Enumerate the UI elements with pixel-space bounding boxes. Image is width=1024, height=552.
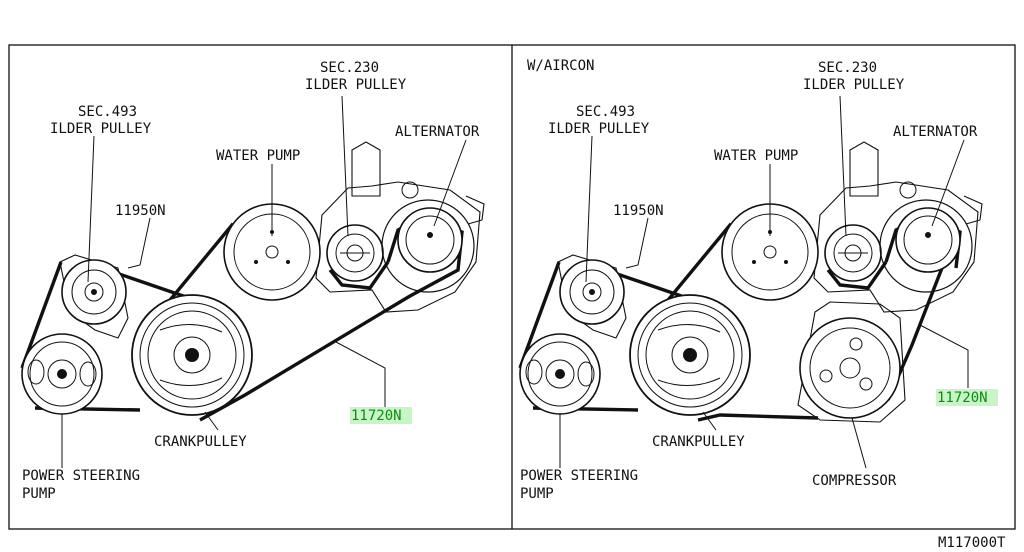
part-11950n-label: 11950N — [613, 203, 664, 219]
compressor-right — [799, 317, 901, 419]
water-pump-label: WATER PUMP — [216, 148, 300, 164]
power-steering-label: POWER STEERING — [520, 468, 638, 484]
part-11720n-highlight — [936, 389, 998, 406]
part-11720n-label: 11720N — [937, 390, 988, 406]
power-steering-pump-left — [21, 333, 103, 415]
alternator-label: ALTERNATOR — [893, 124, 978, 140]
crank-pulley-right — [629, 294, 751, 416]
sec493-label: SEC.493 — [576, 104, 635, 120]
alternator-left — [381, 181, 475, 293]
idler-pulley-left-label: ILDER PULLEY — [548, 121, 650, 137]
power-steering-pump-right — [519, 333, 601, 415]
idler-pulley-top-label: ILDER PULLEY — [803, 77, 905, 93]
variant-label: W/AIRCON — [527, 58, 594, 74]
idler-pulley-left-label: ILDER PULLEY — [50, 121, 152, 137]
figure-code: M117000T — [938, 535, 1006, 551]
part-11720n-highlight — [350, 407, 412, 424]
crankpulley-label: CRANKPULLEY — [154, 434, 247, 450]
crank-pulley-left — [131, 294, 253, 416]
alternator-label: ALTERNATOR — [395, 124, 480, 140]
sec230-idler-pulley-left — [326, 224, 384, 282]
pump-label: PUMP — [520, 486, 554, 502]
sec230-label: SEC.230 — [818, 60, 877, 76]
crankpulley-label: CRANKPULLEY — [652, 434, 745, 450]
part-11720n-label: 11720N — [351, 408, 402, 424]
sec493-idler-pulley-right — [559, 259, 625, 325]
sec230-idler-pulley-right — [824, 224, 882, 282]
sec493-label: SEC.493 — [78, 104, 137, 120]
idler-pulley-top-label: ILDER PULLEY — [305, 77, 407, 93]
sec493-idler-pulley-left — [61, 259, 127, 325]
sec230-label: SEC.230 — [320, 60, 379, 76]
alternator-right — [879, 181, 973, 293]
part-11950n-label: 11950N — [115, 203, 166, 219]
left-panel: SEC.230 ILDER PULLEY SEC.493 ILDER PULLE… — [20, 60, 485, 502]
compressor-label: COMPRESSOR — [812, 473, 897, 489]
power-steering-label: POWER STEERING — [22, 468, 140, 484]
right-panel: W/AIRCON SEC.230 ILDER PULLEY SEC.493 IL… — [518, 58, 998, 502]
water-pump-label: WATER PUMP — [714, 148, 798, 164]
pump-label: PUMP — [22, 486, 56, 502]
